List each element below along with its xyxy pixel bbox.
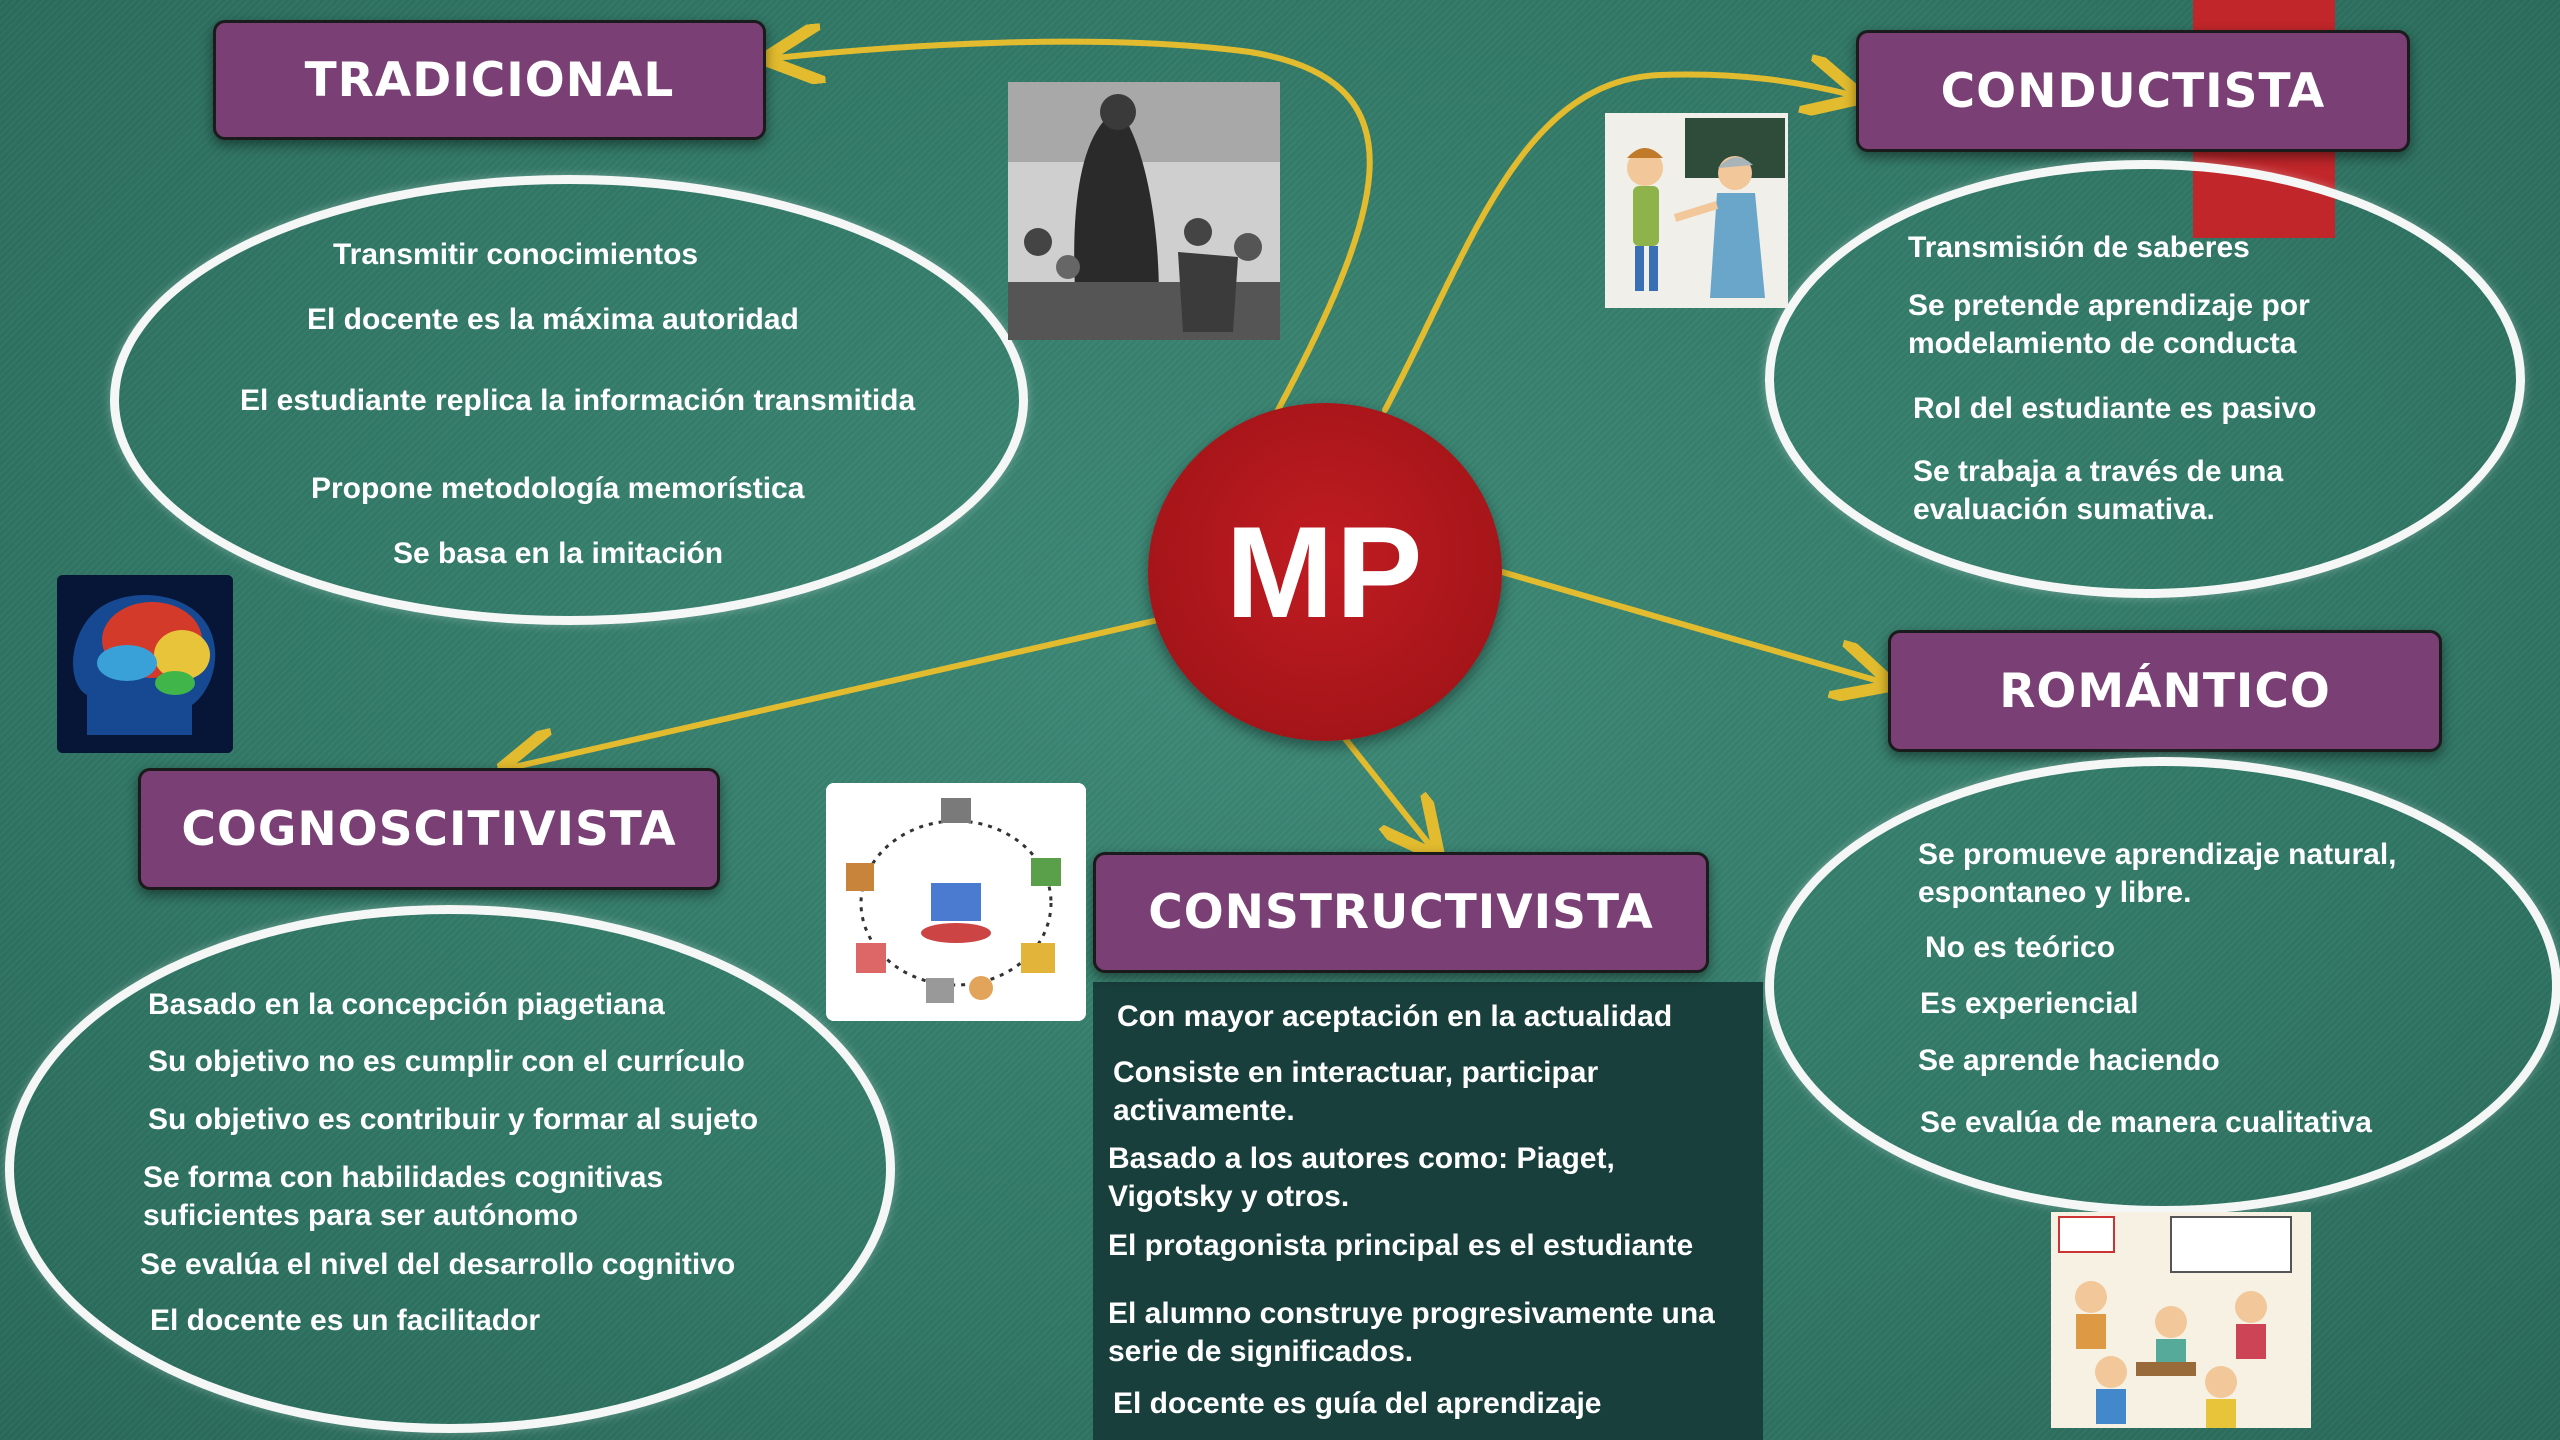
romantico-item: espontaneo y libre. <box>1918 876 2192 909</box>
constructivista-item: serie de significados. <box>1108 1335 1414 1368</box>
brain-head-icon <box>57 575 233 753</box>
romantico-item: Se aprende haciendo <box>1918 1044 2220 1077</box>
classroom-photo-icon <box>1008 82 1280 340</box>
tradicional-ellipse <box>110 175 1028 625</box>
constructivista-item: activamente. <box>1113 1094 1295 1127</box>
tradicional-item: El estudiante replica la información tra… <box>240 384 916 417</box>
kids-classroom-icon <box>2051 1212 2311 1428</box>
arrow-to-constructivista <box>1340 733 1432 848</box>
cognoscitivista-ellipse <box>5 905 895 1433</box>
arrow-to-tradicional <box>775 42 1373 413</box>
conductista-item: Transmisión de saberes <box>1908 231 2250 264</box>
cognoscitivista-item: Basado en la concepción piagetiana <box>148 988 665 1021</box>
constructivista-item: El alumno construye progresivamente una <box>1108 1297 1715 1330</box>
constructivista-item: El protagonista principal es el estudian… <box>1108 1229 1694 1262</box>
tradicional-item: Se basa en la imitación <box>393 537 724 570</box>
conductista-item: Se pretende aprendizaje por <box>1908 289 2310 322</box>
conductista-ellipse <box>1765 160 2525 598</box>
conductista-item: modelamiento de conducta <box>1908 327 2297 360</box>
center-label: MP <box>1225 499 1425 645</box>
cognoscitivista-item: Se evalúa el nivel del desarrollo cognit… <box>140 1248 736 1281</box>
cognoscitivista-item: suficientes para ser autónomo <box>143 1199 579 1232</box>
conductista-title: CONDUCTISTA <box>1856 30 2410 152</box>
romantico-item: No es teórico <box>1925 931 2116 964</box>
cognoscitivista-item: Se forma con habilidades cognitivas <box>143 1161 664 1194</box>
constructivista-item: Vigotsky y otros. <box>1108 1180 1350 1213</box>
romantico-ellipse <box>1765 757 2560 1215</box>
constructivista-item: Basado a los autores como: Piaget, <box>1108 1142 1615 1175</box>
romantico-item: Es experiencial <box>1920 987 2139 1020</box>
teacher-student-icon <box>1605 113 1788 308</box>
romantico-item: Se promueve aprendizaje natural, <box>1918 838 2397 871</box>
conductista-item: Se trabaja a través de una <box>1913 455 2284 488</box>
cognoscitivista-item: El docente es un facilitador <box>150 1304 541 1337</box>
constructivista-title: CONSTRUCTIVISTA <box>1093 852 1709 973</box>
arrow-to-romantico <box>1499 569 1882 682</box>
conductista-item: evaluación sumativa. <box>1913 493 2215 526</box>
arrow-to-conductista <box>1382 74 1852 413</box>
tradicional-item: Propone metodología memorística <box>311 472 805 505</box>
tradicional-title: TRADICIONAL <box>213 20 766 140</box>
constructivista-panel <box>1093 982 1763 1440</box>
romantico-item: Se evalúa de manera cualitativa <box>1920 1106 2372 1139</box>
cognoscitivista-item: Su objetivo es contribuir y formar al su… <box>148 1103 759 1136</box>
conductista-item: Rol del estudiante es pasivo <box>1913 392 2317 425</box>
arrow-to-cognoscitivista <box>510 617 1161 768</box>
romantico-title: ROMÁNTICO <box>1888 630 2442 752</box>
tradicional-item: El docente es la máxima autoridad <box>307 303 799 336</box>
constructivista-item: El docente es guía del aprendizaje <box>1113 1387 1602 1420</box>
constructivista-item: Consiste en interactuar, participar <box>1113 1056 1599 1089</box>
cognoscitivista-item: Su objetivo no es cumplir con el currícu… <box>148 1045 745 1078</box>
constructivista-item: Con mayor aceptación en la actualidad <box>1117 1000 1673 1033</box>
tradicional-item: Transmitir conocimientos <box>333 238 699 271</box>
cognoscitivista-title: COGNOSCITIVISTA <box>138 768 720 890</box>
center-hub: MP <box>1148 403 1502 741</box>
network-learning-icon <box>826 783 1086 1021</box>
